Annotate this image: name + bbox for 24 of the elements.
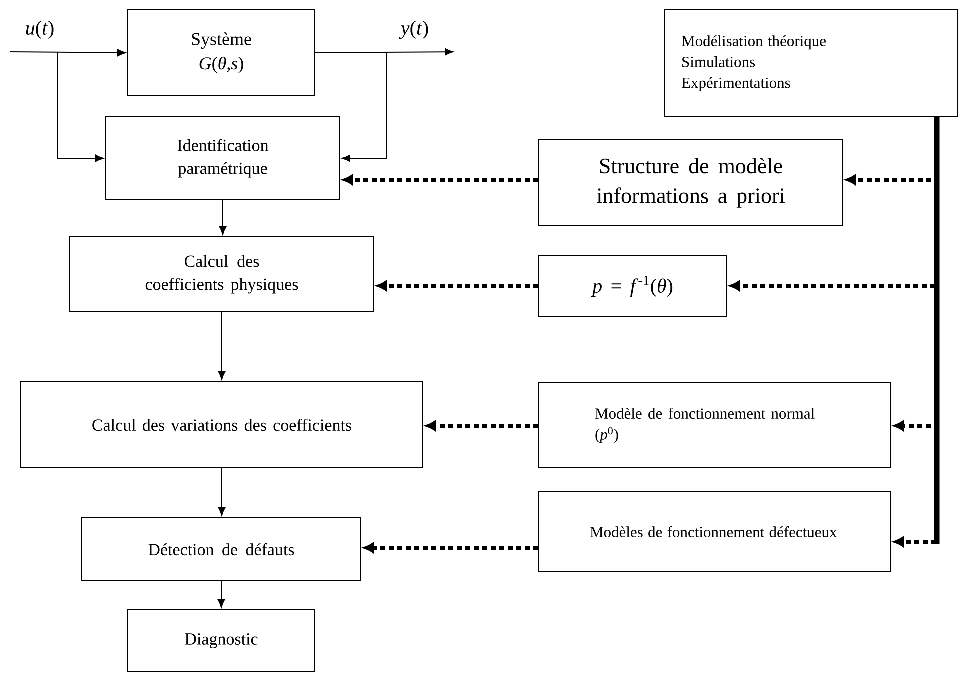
arrow — [218, 581, 226, 608]
arrow — [315, 52, 388, 162]
process-box: Détection de défauts — [82, 518, 362, 582]
edge-label: u(t) — [24, 20, 56, 40]
process-box: Modèles de fonctionnement défectueux — [538, 492, 892, 572]
process-box: p = f$^{-1}$(θ) — [538, 256, 728, 318]
process-box: Système G(θ,s) — [128, 10, 316, 96]
arrow — [426, 420, 538, 432]
arrow — [343, 174, 538, 186]
process-box: Diagnostic — [128, 610, 316, 672]
arrow — [10, 49, 126, 57]
arrow — [218, 468, 226, 516]
arrow — [219, 200, 227, 236]
process-box: Modèle de fonctionnement normal (p$^{0}$) — [538, 382, 892, 468]
edge-label: y(t) — [399, 20, 430, 40]
arrow — [218, 312, 226, 380]
arrow — [377, 280, 538, 292]
arrow — [364, 542, 538, 554]
process-box: Calcul des coefficients physiques — [70, 236, 374, 312]
arrow — [58, 52, 104, 162]
process-box: Identification paramétrique — [106, 116, 340, 200]
process-box: Modélisation théorique Simulations Expérimentations — [664, 10, 958, 118]
process-box: Calcul des variations des coefficients — [20, 382, 424, 468]
process-box: Structure de modèle informations a priori — [538, 140, 844, 226]
